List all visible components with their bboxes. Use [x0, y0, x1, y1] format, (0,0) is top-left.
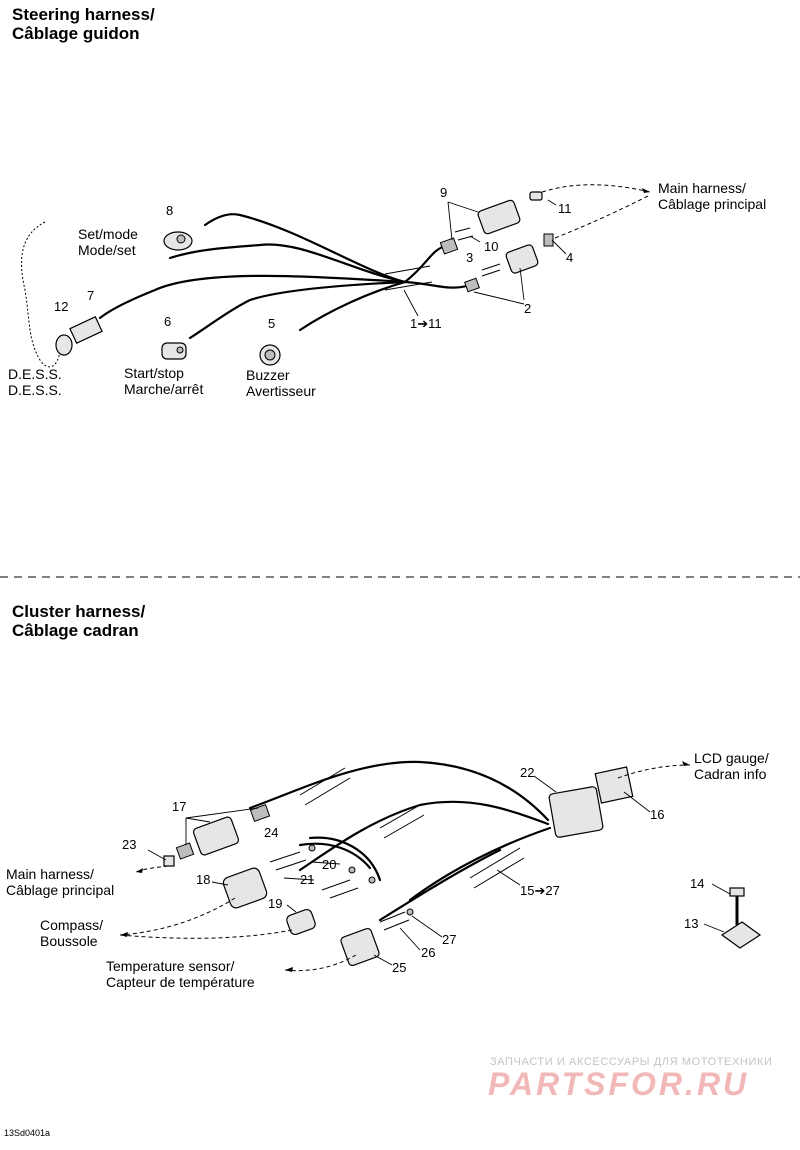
harness-wire [98, 274, 407, 320]
watermark-tagline: ЗАПЧАСТИ И АКСЕССУАРЫ ДЛЯ МОТОТЕХНИКИ [490, 1056, 773, 1068]
buzzer-label-en: Buzzer [246, 367, 290, 383]
dess-coil-cord [21, 221, 61, 368]
callout-8: 8 [166, 203, 174, 218]
cluster-main-harness-label-fr: Câblage principal [6, 882, 115, 898]
set-mode-label: Set/mode Mode/set [78, 226, 138, 258]
connector-2 [505, 244, 539, 274]
connector-18 [222, 867, 268, 909]
harness-wire [188, 280, 407, 340]
steering-main-harness-label: Main harness/ Câblage principal [658, 180, 766, 212]
buzzer-label-fr: Avertisseur [246, 383, 316, 399]
dess-label-fr: D.E.S.S. [8, 382, 62, 398]
callout-17: 17 [172, 799, 187, 814]
cluster-title-line2: Câblage cadran [12, 621, 139, 640]
cluster-title-line1: Cluster harness/ [12, 602, 146, 621]
cluster-title: Cluster harness/ Câblage cadran [12, 602, 145, 640]
lcd-gauge-label-en: LCD gauge/ [694, 750, 769, 766]
callout-10: 10 [484, 239, 499, 254]
harness-wire [203, 213, 407, 284]
gauge-pins-16 [594, 766, 634, 804]
dess-post [69, 316, 103, 344]
buzzer-label: Buzzer Avertisseur [246, 367, 316, 399]
harness-sleeve [384, 265, 433, 291]
cluster-wire [308, 836, 382, 882]
dess-label-en: D.E.S.S. [8, 366, 62, 382]
callout-19: 19 [268, 896, 283, 911]
callout-12: 12 [54, 299, 69, 314]
callout-14: 14 [690, 876, 705, 891]
set-mode-label-fr: Mode/set [78, 242, 136, 258]
connector-9 [477, 199, 521, 235]
callout-20: 20 [322, 857, 337, 872]
lcd-gauge-label-fr: Cadran info [694, 766, 767, 782]
callout-2: 2 [524, 301, 532, 316]
compass-label-fr: Boussole [40, 933, 98, 949]
cluster-wire [298, 842, 372, 870]
callout-21: 21 [300, 872, 315, 887]
callout-16: 16 [650, 807, 665, 822]
steering-title-line2: Câblage guidon [12, 24, 140, 43]
callout-6: 6 [164, 314, 172, 329]
harness-wire [298, 280, 407, 332]
cluster-wire [298, 800, 550, 872]
cluster-wire [378, 848, 502, 922]
compass-label: Compass/ Boussole [40, 917, 103, 949]
callout-22: 22 [520, 765, 535, 780]
harness-wire [403, 243, 450, 284]
steering-title-line1: Steering harness/ [12, 5, 155, 24]
callout-13: 13 [684, 916, 699, 931]
start-stop-label-en: Start/stop [124, 365, 184, 381]
watermark-logo: PARTSFOR.RU [488, 1066, 750, 1102]
lcd-connector-22 [548, 786, 604, 838]
cluster-main-harness-label: Main harness/ Câblage principal [6, 866, 114, 898]
dess-cap [55, 334, 73, 356]
callout-27: 27 [442, 932, 457, 947]
steering-harness-drawing [21, 184, 651, 368]
harness-wire [403, 280, 472, 289]
drawing-code: 13Sd0401a [4, 1128, 51, 1138]
callout-7: 7 [87, 288, 95, 303]
set-mode-label-en: Set/mode [78, 226, 138, 242]
start-stop-label: Start/stop Marche/arrêt [124, 365, 203, 397]
temperature-sensor-label-fr: Capteur de température [106, 974, 255, 990]
callout-4: 4 [566, 250, 574, 265]
callout-18: 18 [196, 872, 211, 887]
steering-main-harness-label-fr: Câblage principal [658, 196, 767, 212]
steering-main-harness-label-en: Main harness/ [658, 180, 746, 196]
plug-11 [529, 191, 543, 201]
start-stop-label-fr: Marche/arrêt [124, 381, 204, 397]
harness-wire [168, 243, 407, 284]
cluster-wire [248, 760, 550, 822]
callout-5: 5 [268, 316, 276, 331]
callout-25: 25 [392, 960, 407, 975]
temperature-sensor-label-en: Temperature sensor/ [106, 958, 235, 974]
compass-label-en: Compass/ [40, 917, 104, 933]
callout-1-11: 1➔11 [410, 316, 442, 331]
callout-3: 3 [466, 250, 474, 265]
connector-25 [340, 927, 380, 967]
callout-23: 23 [122, 837, 137, 852]
cluster-wire [408, 826, 552, 902]
lcd-gauge-label: LCD gauge/ Cadran info [694, 750, 769, 782]
clip-13 [720, 921, 762, 949]
callout-15-27: 15➔27 [520, 883, 560, 898]
cluster-main-harness-label-en: Main harness/ [6, 866, 94, 882]
callout-24: 24 [264, 825, 279, 840]
cluster-harness-drawing [119, 760, 762, 972]
steering-title: Steering harness/ Câblage guidon [12, 5, 155, 43]
connector-19 [286, 908, 316, 936]
connector-17 [192, 816, 240, 856]
temperature-sensor-label: Temperature sensor/ Capteur de températu… [106, 958, 255, 990]
callout-11: 11 [558, 201, 572, 216]
callout-9: 9 [440, 185, 448, 200]
wedge-23 [163, 855, 175, 867]
callout-26: 26 [421, 945, 436, 960]
dess-label: D.E.S.S. D.E.S.S. [8, 366, 62, 398]
